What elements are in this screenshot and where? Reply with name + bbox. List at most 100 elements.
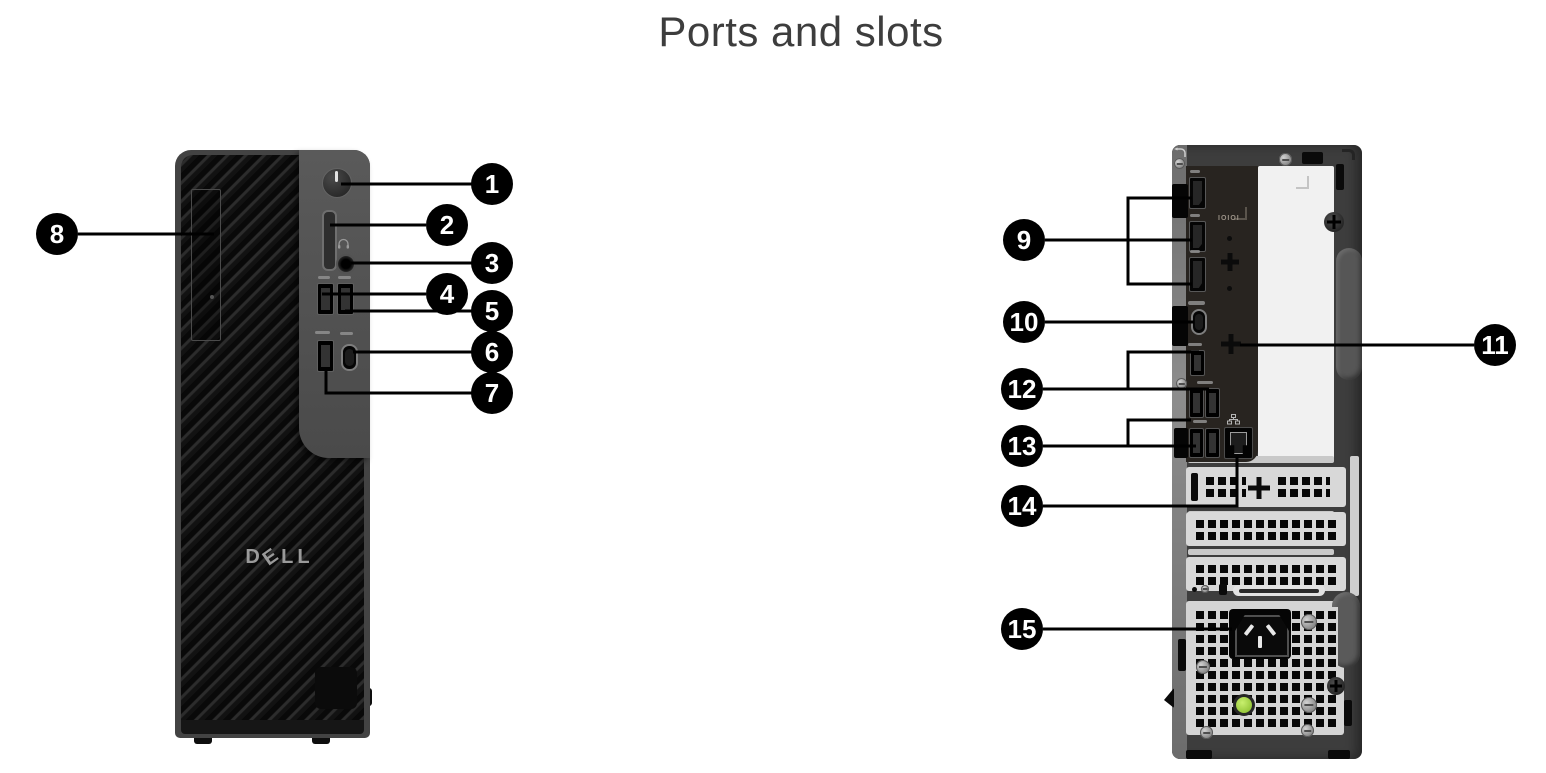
front-base-strip xyxy=(181,720,364,734)
callout-number: 1 xyxy=(484,168,500,199)
port-label-mark xyxy=(1188,343,1202,346)
rear-usb-port-2[interactable] xyxy=(1189,388,1204,418)
usb-label-mark xyxy=(338,276,351,279)
headset-jack[interactable] xyxy=(336,254,356,274)
psu-screw xyxy=(1196,660,1210,674)
slim-drive-bay xyxy=(191,189,221,341)
slot-rail xyxy=(1188,456,1334,463)
network-icon xyxy=(1227,414,1240,425)
page-title: Ports and slots xyxy=(658,8,944,55)
rear-clip-tab xyxy=(1172,184,1188,218)
usb-label-mark xyxy=(340,332,353,335)
knockout-corner-mark xyxy=(1234,207,1247,220)
rear-usb-c-port[interactable] xyxy=(1191,309,1207,335)
logo-letter: L xyxy=(297,545,311,568)
callout-number: 9 xyxy=(1016,224,1032,255)
front-badge xyxy=(315,667,357,709)
drive-eject-hole xyxy=(210,295,214,299)
base-screw xyxy=(1301,724,1314,737)
ethernet-port[interactable] xyxy=(1224,427,1253,459)
front-foot xyxy=(194,734,212,744)
callout-number: 5 xyxy=(484,295,500,326)
slot-vent-grid xyxy=(1192,516,1340,542)
rear-corner-hook xyxy=(1342,149,1355,160)
callout-10: 10 xyxy=(1003,301,1045,343)
port-label-mark xyxy=(1190,170,1200,173)
callout-number: 6 xyxy=(484,336,500,367)
vent-corner-mark xyxy=(1296,176,1309,189)
rear-usb-port-4[interactable] xyxy=(1189,428,1204,458)
callout-6: 6 xyxy=(471,331,513,373)
rear-clip-tab xyxy=(1172,306,1188,346)
callout-15: 15 xyxy=(1001,608,1043,650)
knockout-cross xyxy=(1221,253,1239,271)
serial-port-marking: IOIOI xyxy=(1218,215,1240,222)
callout-13: 13 xyxy=(1001,425,1043,467)
logo-letter: D xyxy=(245,545,261,568)
rear-screw xyxy=(1174,158,1185,169)
port-label-mark xyxy=(1193,420,1207,423)
display-port-1[interactable] xyxy=(1189,177,1206,209)
release-latch-arrow-icon xyxy=(1174,147,1186,157)
rear-usb-port-1[interactable] xyxy=(1190,350,1205,376)
knockout-dot xyxy=(1227,236,1232,241)
slot-rail xyxy=(1188,549,1334,555)
front-usb-port-1[interactable] xyxy=(317,283,334,315)
rear-foot xyxy=(1328,750,1350,759)
callout-11: 11 xyxy=(1474,324,1516,366)
display-port-3[interactable] xyxy=(1189,257,1206,292)
sd-card-reader[interactable] xyxy=(322,210,337,271)
usb-label-mark xyxy=(315,331,330,334)
chassis-dot xyxy=(1192,587,1197,592)
slot-vent-grid xyxy=(1274,473,1330,501)
side-screw xyxy=(1324,212,1344,232)
rim-screw xyxy=(1176,378,1187,389)
callout-2: 2 xyxy=(426,204,468,246)
callout-number: 15 xyxy=(1007,613,1037,644)
slot-vent-grid xyxy=(1192,561,1340,587)
front-usb-port-3[interactable] xyxy=(317,340,334,372)
rear-usb-port-5[interactable] xyxy=(1205,428,1220,458)
usb-label-mark xyxy=(318,276,330,279)
callout-number: 7 xyxy=(484,377,500,408)
callout-number: 12 xyxy=(1007,373,1037,404)
port-label-mark xyxy=(1197,381,1213,384)
callout-4: 4 xyxy=(426,273,468,315)
front-usb-c-port[interactable] xyxy=(341,344,358,371)
port-label-mark xyxy=(1190,214,1200,217)
chassis-slot-pill xyxy=(1233,585,1325,596)
psu-side-slot xyxy=(1178,639,1186,671)
callout-number: 2 xyxy=(439,209,455,240)
front-usb-port-2[interactable] xyxy=(337,283,354,315)
power-connector-socket xyxy=(1235,615,1289,657)
slot-latch-bar xyxy=(1350,456,1359,596)
logo-letter-tilted: E xyxy=(258,543,283,570)
callout-1: 1 xyxy=(471,163,513,205)
rear-clip xyxy=(1164,688,1174,708)
rear-handle-indent xyxy=(1336,248,1362,380)
callout-5: 5 xyxy=(471,290,513,332)
callout-number: 8 xyxy=(49,218,65,249)
slot-bracket-notch xyxy=(1191,473,1198,501)
callout-7: 7 xyxy=(471,372,513,414)
headset-icon xyxy=(337,238,350,249)
port-label-mark xyxy=(1190,250,1200,253)
psu-screw xyxy=(1301,614,1317,630)
display-port-2[interactable] xyxy=(1189,221,1206,252)
rear-usb-port-3[interactable] xyxy=(1205,388,1220,418)
rear-side-slot xyxy=(1336,164,1344,190)
logo-letter: L xyxy=(281,545,295,568)
front-io-panel xyxy=(299,150,370,458)
front-vent-texture xyxy=(181,155,364,732)
port-label-mark xyxy=(1188,301,1205,305)
callout-number: 4 xyxy=(439,278,455,309)
bottom-side-screw xyxy=(1327,677,1345,695)
rear-top-notch xyxy=(1302,152,1323,164)
slot-cross xyxy=(1248,477,1270,499)
callout-12: 12 xyxy=(1001,368,1043,410)
bottom-side-slot xyxy=(1344,700,1352,726)
callout-8: 8 xyxy=(36,213,78,255)
slot-vent-grid xyxy=(1202,473,1246,501)
dell-logo: D E L L xyxy=(241,543,315,570)
